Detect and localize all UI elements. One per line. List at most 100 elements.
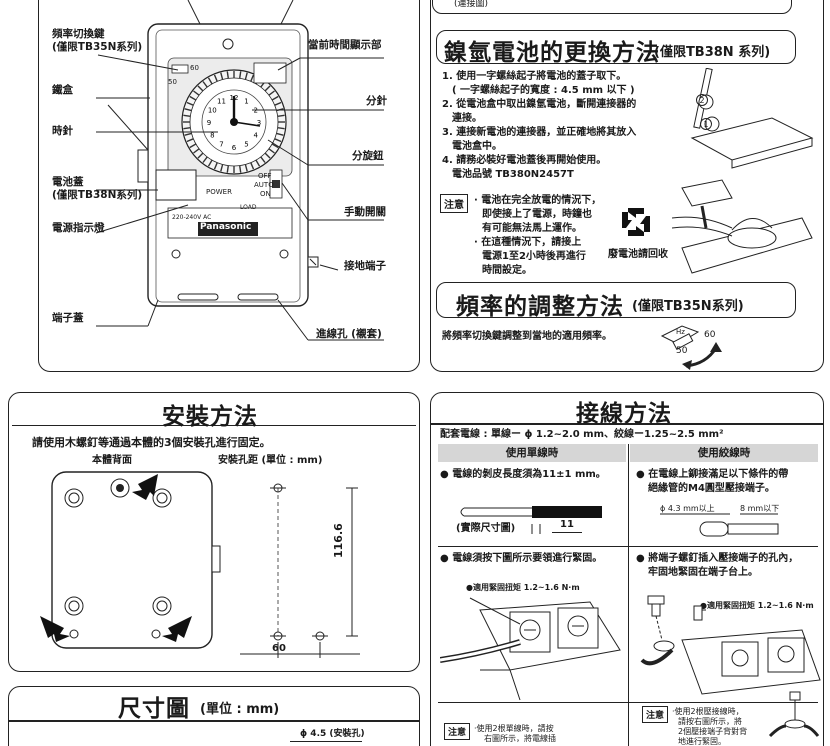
dial-segment[interactable]	[255, 159, 261, 167]
dial-segment[interactable]	[226, 165, 229, 173]
on-label: ON	[260, 190, 271, 198]
dial-segment[interactable]	[183, 114, 191, 117]
label-inlet: 進線孔 (襯套)	[316, 328, 382, 340]
dial-segment[interactable]	[184, 132, 192, 136]
dimension-hole-line	[290, 741, 362, 742]
dial-segment[interactable]	[271, 95, 279, 101]
actual-size-value: 11	[552, 518, 582, 533]
dial-segment[interactable]	[264, 85, 271, 92]
frequency-text: 將頻率切換鍵調整到當地的適用頻率。	[442, 331, 612, 342]
col-single-header: 使用單線時	[438, 444, 626, 462]
phi-label: ϕ 4.3 mm以上	[660, 504, 715, 513]
dial-segment[interactable]	[239, 165, 242, 173]
dial-segment[interactable]	[250, 162, 255, 170]
dial-segment[interactable]	[186, 138, 194, 143]
dial-segment[interactable]	[264, 152, 271, 159]
dial-segment[interactable]	[202, 156, 208, 163]
label-ground-terminal: 接地端子	[344, 260, 386, 272]
dimension-title: 尺寸圖	[118, 696, 190, 722]
dial-segment[interactable]	[277, 114, 285, 117]
frequency-title-note: (僅限TB35N系列)	[632, 299, 744, 314]
dial-segment[interactable]	[213, 162, 218, 170]
label-power-led: 電源指示燈	[52, 222, 105, 234]
stranded-step-1b: 絕緣管的M4圓型壓接端子。	[648, 483, 775, 494]
dial-number: 9	[207, 119, 211, 127]
dial-segment[interactable]	[184, 108, 192, 112]
battery-diagram	[672, 68, 814, 274]
dial-segment[interactable]	[276, 132, 284, 136]
dial-segment[interactable]	[202, 81, 208, 88]
dial-segment[interactable]	[244, 72, 248, 80]
freq-hz: Hz	[676, 328, 685, 336]
dial-segment[interactable]	[250, 74, 255, 82]
label-minute-knob: 分旋鈕	[352, 150, 384, 162]
dial-segment[interactable]	[197, 152, 204, 159]
off-label: OFF	[258, 172, 272, 180]
col-stranded-header: 使用絞線時	[630, 444, 818, 462]
dial-segment[interactable]	[220, 72, 224, 80]
top-stub-text: (連接圖)	[454, 0, 489, 9]
dial-segment[interactable]	[239, 71, 242, 79]
dial-segment[interactable]	[183, 127, 191, 130]
dimension-title-line	[9, 720, 419, 722]
dial-segment[interactable]	[197, 85, 204, 92]
label-battery-cover: 電池蓋 (僅限TB38N系列)	[52, 176, 143, 201]
dial-segment[interactable]	[189, 143, 197, 149]
battery-notes: · 電池在完全放電的情況下， 即使接上了電源，時鐘也 有可能無法馬上運作。 · …	[474, 195, 602, 276]
dial-segment[interactable]	[226, 71, 229, 79]
dial-number: 12	[230, 94, 239, 102]
label-current-time: 當前時間顯示部	[308, 39, 382, 51]
battery-title: 鎳氫電池的更換方法	[444, 40, 660, 66]
stranded-note-c: 2個壓接端子背對背	[678, 727, 748, 736]
freq-50: 50	[676, 346, 688, 356]
dial-segment[interactable]	[244, 164, 248, 172]
dial-number: 8	[210, 132, 214, 140]
dial-segment[interactable]	[260, 156, 266, 163]
install-dim-v: 116.6	[332, 523, 345, 558]
diagram-num-1: 1	[700, 118, 712, 130]
stranded-step-1a: ● 在電線上鉚接滿足以下條件的帶	[636, 469, 789, 480]
recycle-icon	[618, 204, 654, 240]
dial-segment[interactable]	[268, 148, 275, 154]
dimension-title-note: (單位 : mm)	[200, 702, 280, 717]
actual-size-label: (實際尺寸圖)	[456, 523, 516, 534]
label-manual-switch: 手動開關	[344, 206, 386, 218]
dial-segment[interactable]	[207, 159, 213, 167]
load-label: LOAD	[240, 204, 257, 211]
dial-segment[interactable]	[220, 164, 224, 172]
label-freq-switch: 頻率切換鍵 (僅限TB35N系列)	[52, 28, 143, 53]
dial-segment[interactable]	[213, 74, 218, 82]
dial-segment[interactable]	[268, 90, 275, 96]
dial-segment[interactable]	[271, 143, 279, 149]
label-iron-box: 鐵盒	[52, 84, 73, 96]
install-back-label: 本體背面	[92, 455, 132, 466]
strip-length-diagram	[460, 506, 602, 534]
dial-number: 7	[219, 141, 223, 149]
dial-segment[interactable]	[207, 77, 213, 85]
single-step-1: ● 電線的剝皮長度須為11±1 mm。	[440, 469, 606, 480]
stranded-step-2b: 牢固地緊固在端子台上。	[648, 567, 758, 578]
stranded-note-a: ·使用2根壓接線時，	[672, 707, 744, 716]
dial-number: 1	[244, 97, 248, 105]
dial-segment[interactable]	[274, 101, 282, 106]
dial-segment[interactable]	[186, 101, 194, 106]
dial-number: 4	[253, 132, 258, 140]
dial-segment[interactable]	[193, 90, 200, 96]
dial-segment[interactable]	[189, 95, 197, 101]
install-text: 請使用木螺釘等通過本體的3個安裝孔進行固定。	[32, 436, 271, 449]
battery-steps: 1. 使用一字螺絲起子將電池的蓋子取下。 ( 一字螺絲起子的寬度 : 4.5 m…	[442, 71, 637, 180]
auto-label: AUTO	[254, 181, 274, 189]
mm8-label: 8 mm以下	[740, 504, 780, 513]
stranded-step-2a: ● 將端子螺釘插入壓接端子的孔內，	[636, 553, 799, 564]
dial-segment[interactable]	[277, 127, 285, 130]
stranded-note-tag: 注意	[642, 706, 669, 723]
dimension-hole-label: ϕ 4.5 (安裝孔)	[300, 729, 365, 739]
freq-50-label: 50	[168, 78, 177, 86]
dial-number: 11	[217, 97, 226, 105]
dial-segment[interactable]	[193, 148, 200, 154]
dial-segment[interactable]	[274, 138, 282, 143]
crimp-terminal-diagram	[660, 513, 779, 537]
single-note-b: 右圖所示，將電線插	[484, 734, 556, 743]
wiring-spec: 配套電線 : 單線ー ϕ 1.2~2.0 mm、絞線ー1.25~2.5 mm²	[440, 429, 724, 440]
wiring-title: 接線方法	[576, 401, 672, 427]
